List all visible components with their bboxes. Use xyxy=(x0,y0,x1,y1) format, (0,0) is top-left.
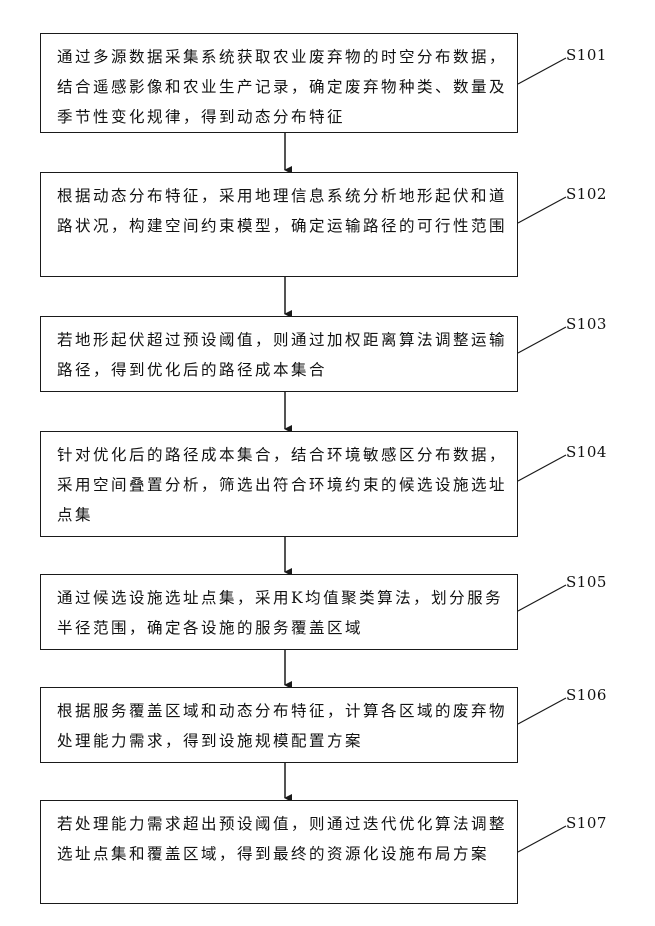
step-label-s107: S107 xyxy=(566,814,607,832)
leader-s105 xyxy=(518,585,566,611)
step-text-s102: 根据动态分布特征，采用地理信息系统分析地形起伏和道路状况，构建空间约束模型，确定… xyxy=(57,187,507,235)
step-box-s105: 通过候选设施选址点集，采用K均值聚类算法，划分服务半径范围，确定各设施的服务覆盖… xyxy=(40,574,518,650)
step-label-s104: S104 xyxy=(566,443,607,461)
leader-s103 xyxy=(518,327,566,353)
leader-s106 xyxy=(518,698,566,724)
step-label-s106: S106 xyxy=(566,686,607,704)
leader-s104 xyxy=(518,455,566,481)
step-label-s105: S105 xyxy=(566,573,607,591)
step-box-s102: 根据动态分布特征，采用地理信息系统分析地形起伏和道路状况，构建空间约束模型，确定… xyxy=(40,172,518,277)
step-box-s103: 若地形起伏超过预设阈值，则通过加权距离算法调整运输路径，得到优化后的路径成本集合 xyxy=(40,316,518,392)
step-label-s103: S103 xyxy=(566,315,607,333)
leader-s107 xyxy=(518,826,566,852)
step-box-s104: 针对优化后的路径成本集合，结合环境敏感区分布数据，采用空间叠置分析，筛选出符合环… xyxy=(40,431,518,537)
step-label-s101: S101 xyxy=(566,46,607,64)
step-text-s106: 根据服务覆盖区域和动态分布特征，计算各区域的废弃物处理能力需求，得到设施规模配置… xyxy=(57,702,507,750)
step-text-s104: 针对优化后的路径成本集合，结合环境敏感区分布数据，采用空间叠置分析，筛选出符合环… xyxy=(57,446,507,524)
leader-s101 xyxy=(518,58,566,84)
leader-s102 xyxy=(518,197,566,223)
step-label-s102: S102 xyxy=(566,185,607,203)
step-box-s101: 通过多源数据采集系统获取农业废弃物的时空分布数据，结合遥感影像和农业生产记录，确… xyxy=(40,33,518,133)
step-text-s101: 通过多源数据采集系统获取农业废弃物的时空分布数据，结合遥感影像和农业生产记录，确… xyxy=(57,48,507,126)
step-text-s105: 通过候选设施选址点集，采用K均值聚类算法，划分服务半径范围，确定各设施的服务覆盖… xyxy=(57,589,503,637)
step-box-s107: 若处理能力需求超出预设阈值，则通过迭代优化算法调整选址点集和覆盖区域，得到最终的… xyxy=(40,800,518,904)
step-box-s106: 根据服务覆盖区域和动态分布特征，计算各区域的废弃物处理能力需求，得到设施规模配置… xyxy=(40,687,518,763)
step-text-s107: 若处理能力需求超出预设阈值，则通过迭代优化算法调整选址点集和覆盖区域，得到最终的… xyxy=(57,815,507,863)
step-text-s103: 若地形起伏超过预设阈值，则通过加权距离算法调整运输路径，得到优化后的路径成本集合 xyxy=(57,331,507,379)
